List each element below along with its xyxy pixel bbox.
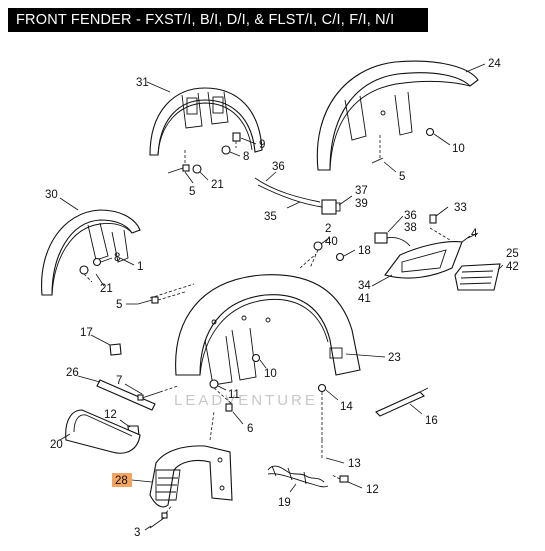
callout-1: 1 (137, 261, 143, 273)
callout-36a: 36 (272, 161, 285, 173)
fender-23 (175, 274, 361, 386)
callout-12a: 12 (104, 409, 117, 421)
fender-24 (316, 60, 479, 171)
callout-21b: 21 (100, 283, 113, 295)
callout-5a: 5 (189, 186, 195, 198)
callout-5c: 5 (116, 299, 122, 311)
bracket-28 (149, 445, 233, 508)
callout-8a: 8 (243, 151, 249, 163)
callout-11: 11 (228, 389, 240, 401)
callout-37: 37 (355, 185, 368, 197)
callout-8b: 8 (114, 252, 120, 264)
screw-7 (137, 385, 179, 401)
bolt-assembly-right (371, 127, 435, 164)
callout-2: 2 (325, 223, 331, 235)
bolt-5-left (137, 291, 186, 305)
screw-3 (149, 504, 173, 529)
callout-19: 19 (278, 497, 291, 509)
tag-17 (109, 343, 122, 356)
callout-39: 39 (355, 198, 368, 210)
callout-3: 3 (134, 527, 140, 539)
callout-14: 14 (340, 401, 353, 413)
watermark: LEADVENTURE (174, 392, 318, 409)
assembly-line-center (299, 253, 317, 269)
nut-12b (331, 474, 349, 483)
callout-4: 4 (471, 228, 478, 240)
callout-28: 28 (115, 475, 128, 487)
callout-7: 7 (116, 375, 122, 387)
strip-16 (375, 387, 429, 417)
callout-42: 42 (506, 261, 519, 273)
callout-13: 13 (348, 458, 361, 470)
callout-38: 38 (404, 222, 417, 234)
callout-41: 41 (358, 293, 371, 305)
callout-20: 20 (50, 439, 63, 451)
callout-26: 26 (66, 367, 79, 379)
callout-36b: 36 (404, 210, 417, 222)
callout-31: 31 (136, 77, 149, 89)
script-badge-19 (267, 465, 329, 488)
fender-30 (41, 209, 141, 296)
fender-tip-light (384, 235, 471, 279)
assembly-line-left (149, 283, 195, 299)
callout-5b: 5 (399, 171, 405, 183)
callout-10a: 10 (452, 143, 465, 155)
callout-40: 40 (325, 236, 338, 248)
callout-16: 16 (425, 415, 438, 427)
connector-36-38 (374, 214, 437, 247)
bolt-assembly-left (79, 257, 102, 283)
bolt-assembly-upper (167, 150, 202, 174)
callout-30: 30 (45, 189, 58, 201)
rail-trim-20 (65, 409, 141, 454)
fender-31 (149, 87, 263, 156)
callout-28-highlight (112, 473, 132, 487)
assembly-line-lower (209, 411, 215, 441)
callout-9: 9 (259, 139, 265, 151)
hardware-2-40-18 (309, 241, 345, 269)
lens-25-42 (454, 263, 501, 291)
callout-10b: 10 (264, 368, 277, 380)
assembly-line-right (429, 227, 451, 241)
hardware-center (209, 353, 327, 440)
callout-35: 35 (264, 211, 277, 223)
callout-17: 17 (80, 327, 93, 339)
callout-12b: 12 (366, 484, 379, 496)
callout-21a: 21 (211, 179, 224, 191)
diagram-title: FRONT FENDER - FXST/I, B/I, D/I, & FLST/… (8, 8, 428, 32)
nut-washer-upper (221, 132, 241, 155)
callout-33: 33 (454, 202, 467, 214)
trim-26 (96, 379, 156, 411)
callout-25: 25 (506, 248, 519, 260)
callout-24: 24 (488, 58, 501, 70)
callout-6: 6 (247, 423, 253, 435)
callout-18: 18 (358, 245, 371, 257)
callout-23: 23 (388, 352, 401, 364)
wiring-harness (254, 177, 341, 215)
callout-34: 34 (358, 280, 371, 292)
